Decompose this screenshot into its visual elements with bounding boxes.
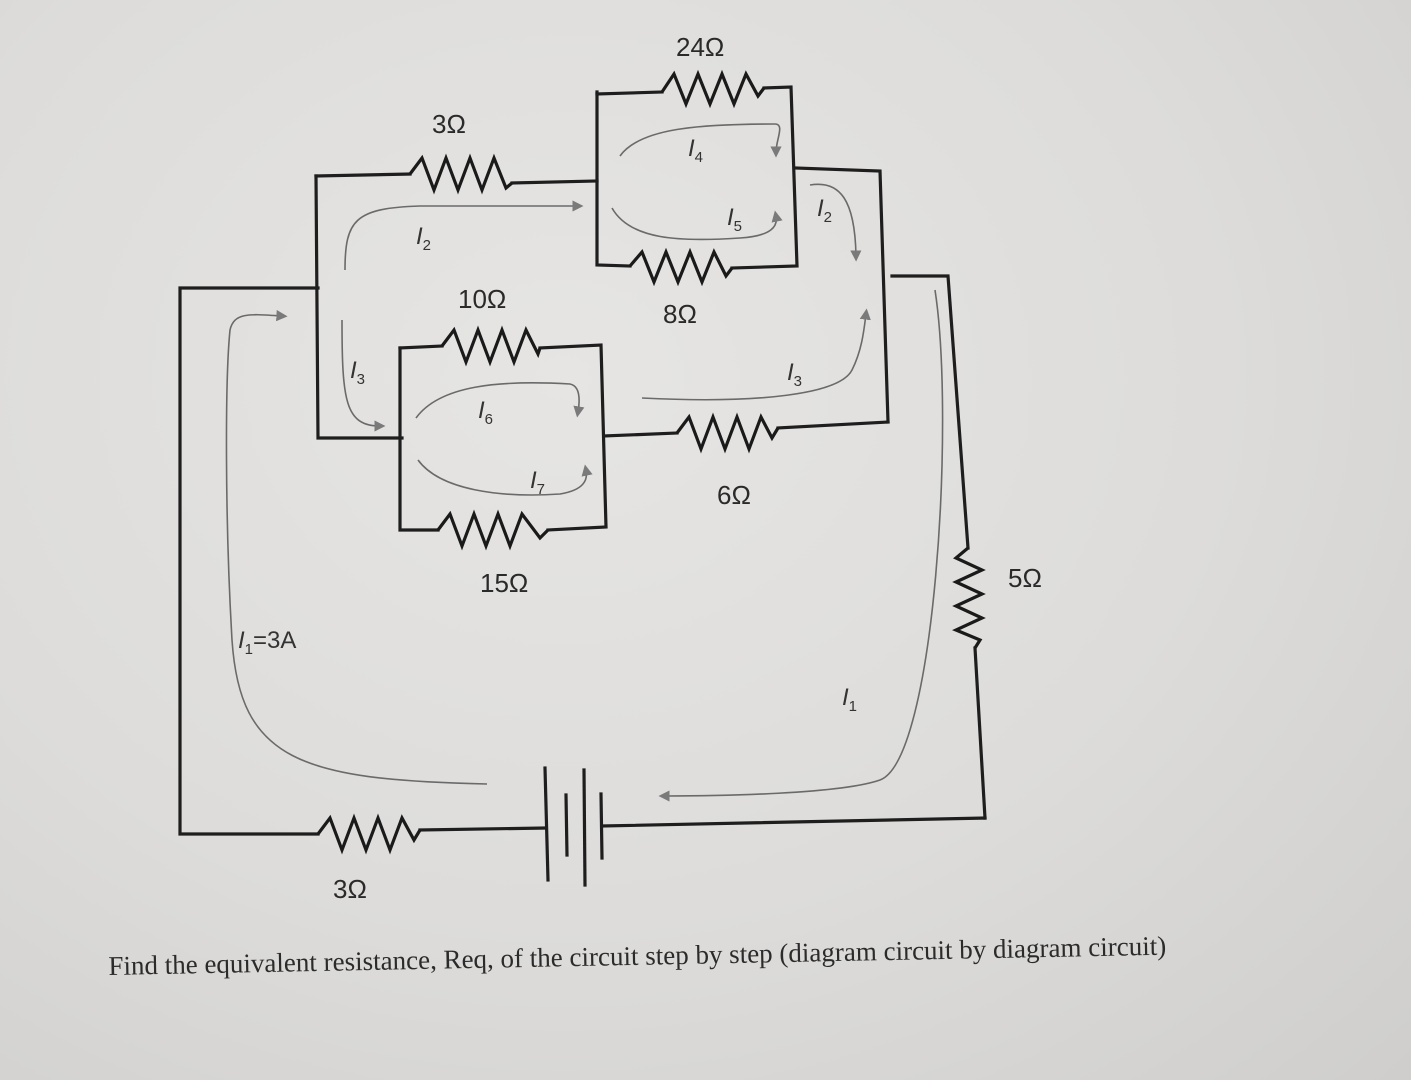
label-current-i7: I7 <box>530 467 545 498</box>
label-current-i3-left: I3 <box>350 357 365 388</box>
label-current-i2-left: I2 <box>416 223 431 254</box>
resistor-3-ohm-top <box>408 153 514 195</box>
resistor-5-ohm <box>952 546 986 649</box>
label-3-ohm-bottom: 3Ω <box>333 874 367 904</box>
resistor-10-ohm <box>440 325 542 367</box>
label-current-i4: I4 <box>688 135 703 166</box>
label-6-ohm: 6Ω <box>717 480 751 510</box>
resistor-8-ohm <box>628 247 734 287</box>
label-5-ohm: 5Ω <box>1008 563 1042 593</box>
label-10-ohm: 10Ω <box>458 284 506 314</box>
resistor-6-ohm <box>675 412 780 454</box>
battery <box>543 766 604 887</box>
label-24-ohm: 24Ω <box>676 32 724 62</box>
resistor-15-ohm <box>436 509 550 551</box>
resistor-24-ohm <box>660 69 766 109</box>
label-3-ohm-top: 3Ω <box>432 109 466 139</box>
label-15-ohm: 15Ω <box>480 568 528 598</box>
resistor-3-ohm-bottom <box>316 813 422 855</box>
circuit-wires <box>178 85 987 887</box>
label-8-ohm: 8Ω <box>663 299 697 329</box>
label-current-i2-right: I2 <box>817 195 832 226</box>
label-current-i3-right: I3 <box>787 359 802 390</box>
label-current-i5: I5 <box>727 204 742 235</box>
label-current-i6: I6 <box>478 397 493 428</box>
label-current-i1: I1 <box>842 684 857 715</box>
label-current-i1-source: I1=3A <box>238 627 296 658</box>
current-flow-arrows <box>225 123 944 802</box>
